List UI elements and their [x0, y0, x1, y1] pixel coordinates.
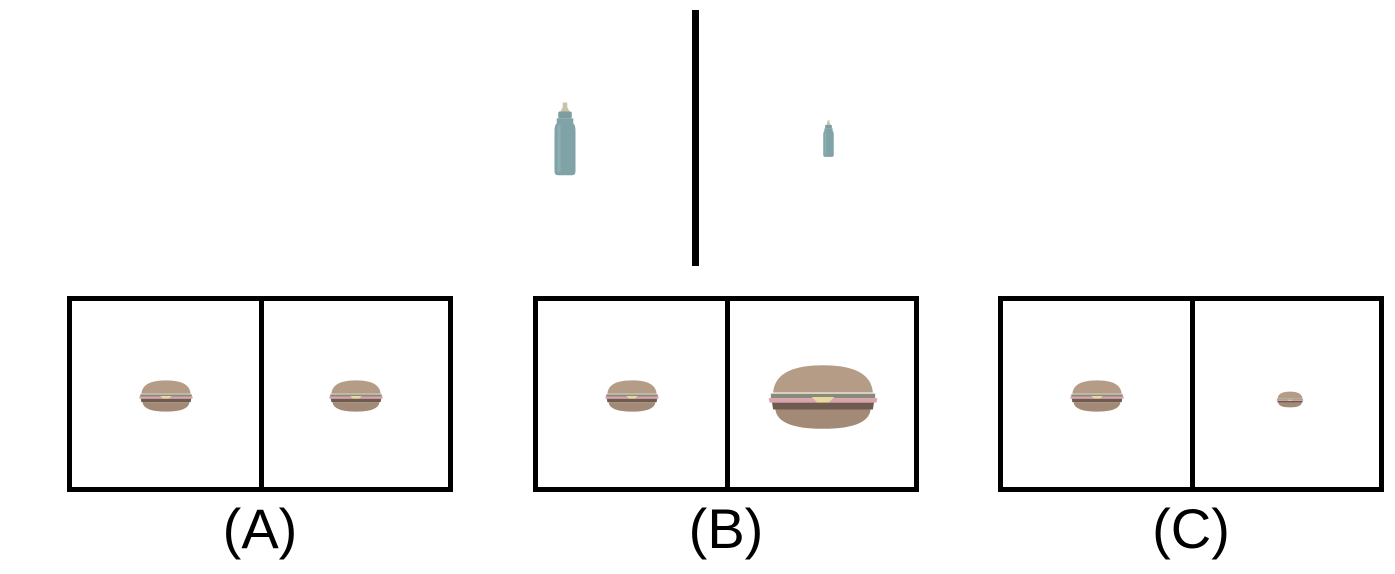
option-b-divider	[725, 301, 730, 487]
option-a-divider	[259, 301, 264, 487]
option-c-panel[interactable]	[998, 296, 1384, 492]
burger-icon	[328, 379, 384, 413]
burger-icon	[604, 379, 660, 413]
burger-icon	[766, 363, 880, 431]
option-b-panel[interactable]	[533, 296, 919, 492]
reference-divider	[692, 10, 699, 266]
option-b-label: (B)	[688, 497, 764, 560]
bottle-icon	[550, 98, 580, 179]
burger-icon	[1276, 391, 1304, 408]
burger-icon	[1069, 379, 1125, 413]
option-a-label: (A)	[222, 497, 298, 560]
option-c-divider	[1190, 301, 1195, 487]
burger-icon	[138, 379, 194, 413]
bottle-icon	[821, 118, 836, 159]
option-c-label: (C)	[1152, 497, 1230, 560]
option-a-panel[interactable]	[67, 296, 453, 492]
